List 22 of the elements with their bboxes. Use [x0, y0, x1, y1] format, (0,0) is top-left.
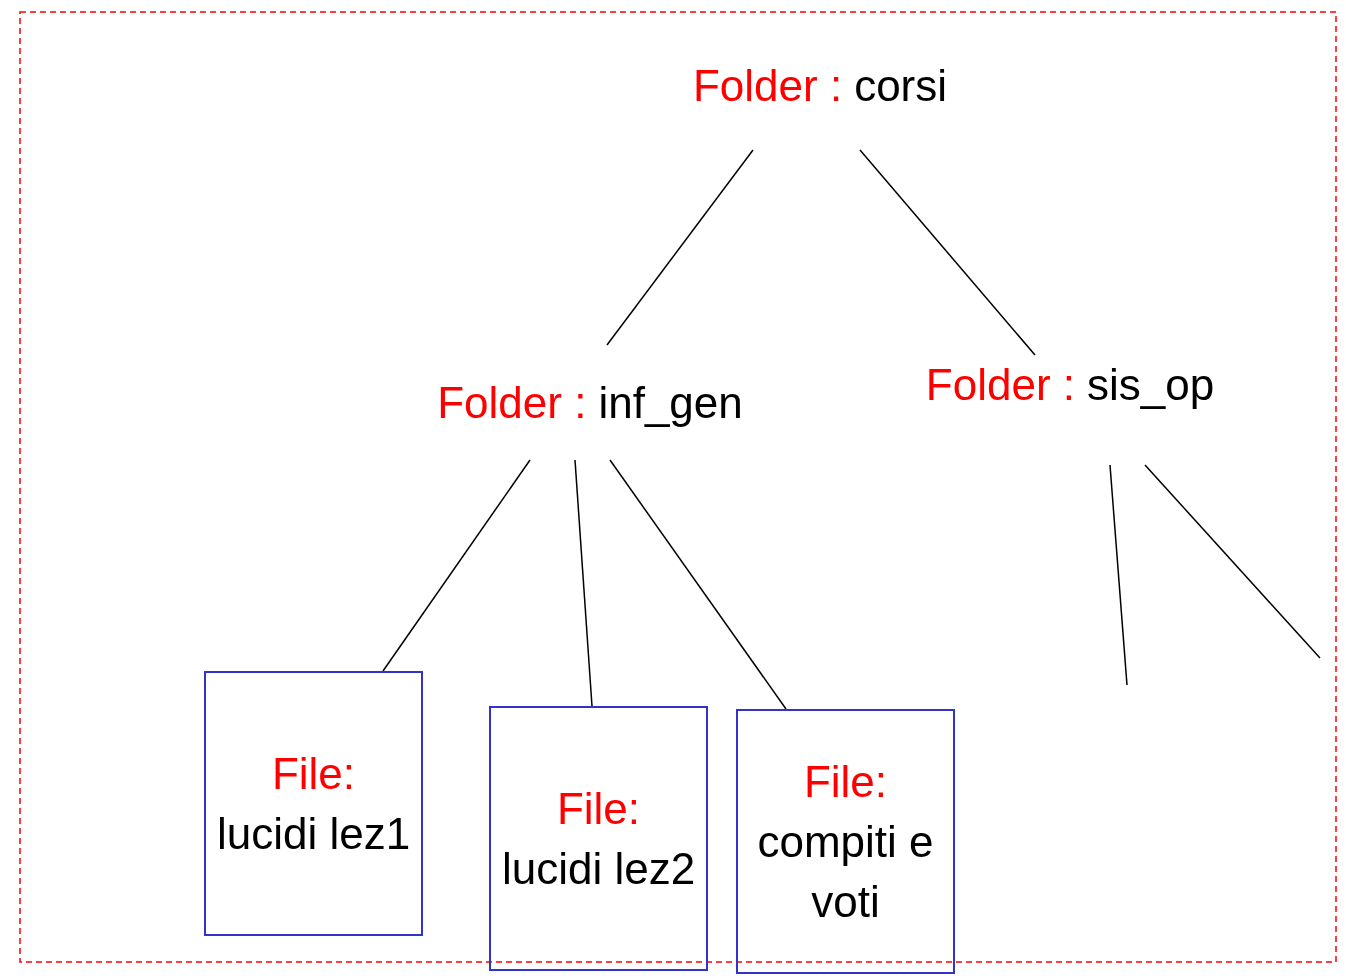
connector-line [574, 459, 593, 707]
type-label: File: [271, 747, 356, 800]
file-box [736, 709, 955, 974]
name-label: inf_gen [598, 377, 743, 428]
name-label: sis_op [1087, 360, 1215, 410]
type-label: Folder : [925, 360, 1075, 410]
name-label: compiti e voti [756, 815, 935, 928]
type-label: File: [556, 782, 641, 835]
connector-line [1144, 464, 1321, 659]
connector-line [609, 459, 787, 710]
name-label: corsi [854, 61, 948, 111]
connector-line [382, 459, 531, 672]
file-box [204, 671, 423, 936]
connector-line [606, 149, 754, 346]
type-label: Folder : [692, 61, 843, 111]
type-label: File: [803, 755, 888, 808]
file-box [489, 706, 708, 971]
name-label: lucidi lez1 [216, 807, 411, 860]
type-label: Folder : [437, 377, 587, 428]
connector-line [1109, 464, 1128, 686]
connector-line [859, 149, 1036, 356]
name-label: lucidi lez2 [501, 842, 696, 895]
